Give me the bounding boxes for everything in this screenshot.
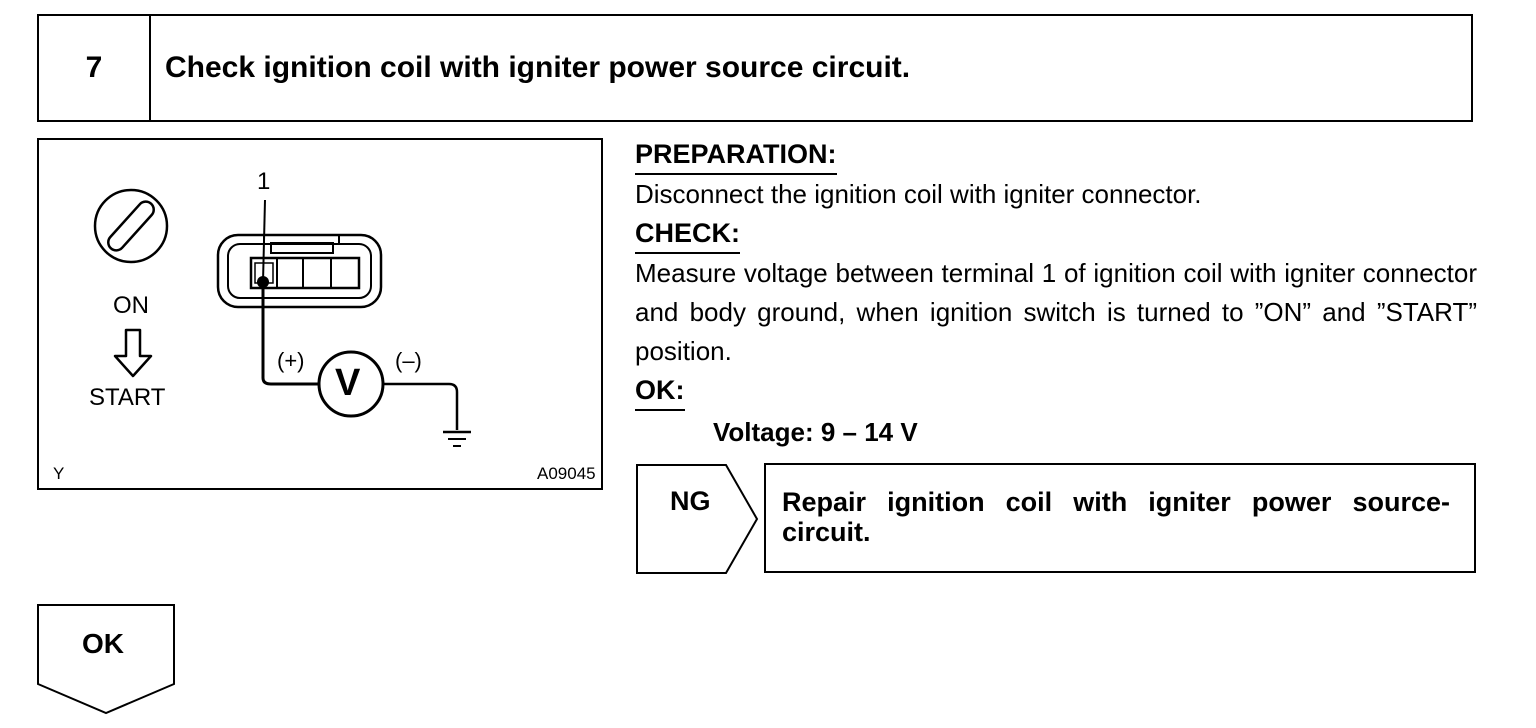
plus-label: (+): [277, 348, 305, 373]
switch-start-label: START: [89, 384, 166, 411]
check-label: CHECK:: [635, 214, 740, 254]
ok-spec-label: OK:: [635, 371, 685, 411]
terminal-label: 1: [257, 168, 271, 195]
minus-label: (–): [395, 348, 422, 373]
ok-tab-shape: [37, 604, 175, 715]
voltage-spec: Voltage: 9 – 14 V: [713, 417, 918, 447]
step-header: 7 Check ignition coil with igniter power…: [37, 14, 1473, 122]
ng-label: NG: [670, 486, 711, 516]
ng-tab-shape: [636, 464, 759, 574]
figure-code: A09045: [537, 464, 596, 483]
switch-on-label: ON: [113, 292, 149, 319]
step-title: Check ignition coil with igniter power s…: [165, 51, 911, 84]
down-arrow-icon: [113, 328, 153, 378]
connector-icon: [216, 233, 383, 309]
preparation-text: Disconnect the ignition coil with ignite…: [635, 179, 1202, 209]
ground-icon: [443, 430, 471, 447]
preparation-label: PREPARATION:: [635, 135, 837, 175]
meter-symbol: V: [335, 362, 361, 404]
step-number: 7: [39, 16, 151, 120]
corner-code: Y: [53, 464, 65, 483]
ignition-key-icon: [93, 188, 169, 264]
repair-action-text: Repair ignition coil with igniter power …: [782, 487, 1450, 547]
repair-action-box: Repair ignition coil with igniter power …: [764, 463, 1476, 573]
ok-label: OK: [82, 628, 124, 659]
instructions: PREPARATION: Disconnect the ignition coi…: [635, 135, 1477, 452]
check-text: Measure voltage between terminal 1 of ig…: [635, 258, 1477, 366]
wiring-diagram: [93, 188, 471, 447]
wiring-figure: 1 ON START (+) (–) V Y A09045: [37, 138, 603, 490]
